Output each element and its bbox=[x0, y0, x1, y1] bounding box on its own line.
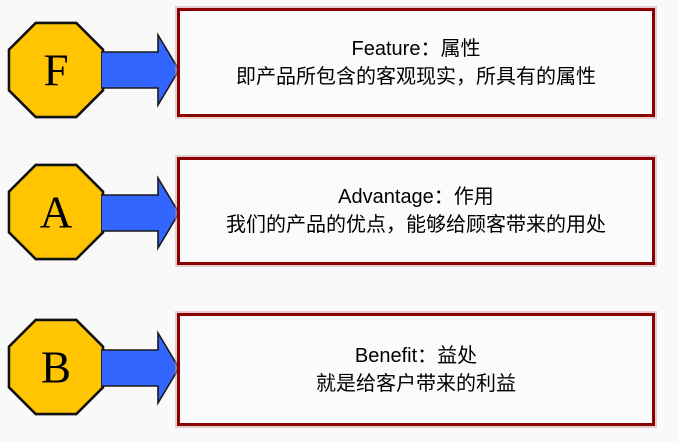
octagon-letter-f: F bbox=[43, 46, 68, 96]
benefit-description: 就是给客户带来的利益 bbox=[316, 372, 516, 395]
arrow-a-shape bbox=[101, 178, 179, 248]
feature-title: Feature：属性 bbox=[351, 37, 481, 60]
arrow-a-icon bbox=[101, 175, 180, 251]
benefit-title: Benefit：益处 bbox=[354, 344, 478, 367]
octagon-a-shape bbox=[8, 164, 104, 260]
octagon-a-outline bbox=[7, 163, 105, 261]
octagon-f: F bbox=[7, 21, 105, 119]
advantage-box: Advantage：作用 我们的产品的优点，能够给顾客带来的用处 bbox=[177, 157, 655, 265]
octagon-f-shape bbox=[8, 22, 104, 118]
feature-box: Feature：属性 即产品所包含的客观现实，所具有的属性 bbox=[177, 8, 655, 117]
benefit-box: Benefit：益处 就是给客户带来的利益 bbox=[177, 313, 655, 426]
octagon-b: B bbox=[7, 318, 105, 416]
arrow-b-outline bbox=[101, 330, 180, 406]
octagon-b-shape bbox=[8, 319, 104, 415]
octagon-b-outline bbox=[7, 318, 105, 416]
octagon-a: A bbox=[7, 163, 105, 261]
arrow-f-shape bbox=[101, 35, 179, 105]
octagon-letter-a: A bbox=[40, 188, 73, 238]
arrow-f-icon bbox=[101, 32, 180, 108]
arrow-b-shape bbox=[101, 333, 179, 403]
arrow-b-icon bbox=[101, 330, 180, 406]
octagon-letter-b: B bbox=[41, 343, 71, 393]
advantage-description: 我们的产品的优点，能够给顾客带来的用处 bbox=[226, 214, 606, 236]
octagon-f-outline bbox=[7, 21, 105, 119]
arrow-a-outline bbox=[101, 175, 180, 251]
feature-description: 即产品所包含的客观现实，所具有的属性 bbox=[236, 65, 596, 88]
advantage-title: Advantage：作用 bbox=[338, 186, 494, 208]
arrow-f-outline bbox=[101, 32, 180, 108]
